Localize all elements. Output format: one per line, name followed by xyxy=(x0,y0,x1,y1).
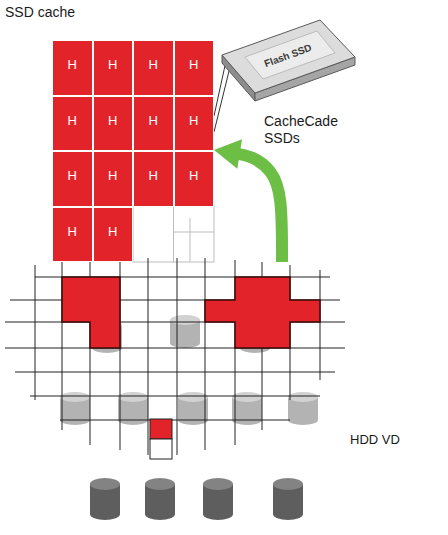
ssd-top-face xyxy=(222,20,355,93)
cache-cell: H xyxy=(93,40,134,96)
cell-letter: H xyxy=(94,97,133,129)
cache-cell: H xyxy=(93,151,134,207)
cell-letter: H xyxy=(94,152,133,184)
disk-symbol xyxy=(90,478,120,520)
disk-symbol xyxy=(170,315,200,348)
grid-line xyxy=(35,265,36,400)
arrow-shaft xyxy=(234,153,282,262)
arrow-head xyxy=(214,139,242,169)
cache-cell: H xyxy=(52,151,93,207)
drive-label: HDD VD xyxy=(350,432,400,448)
cell-letter: H xyxy=(134,152,173,184)
hot-region xyxy=(205,277,320,348)
cell-letter: H xyxy=(94,41,133,73)
cache-cell: H xyxy=(133,96,174,152)
disk-symbol xyxy=(203,478,233,520)
cache-cell: H xyxy=(174,96,215,152)
cell-letter: H xyxy=(53,208,92,240)
cache-cell: H xyxy=(52,207,93,263)
device-caption: CacheCade SSDs xyxy=(264,113,348,147)
cache-cell: H xyxy=(133,40,174,96)
cache-cell: H xyxy=(52,40,93,96)
empty-cache-cell xyxy=(133,207,174,263)
grid-line xyxy=(205,258,206,450)
cache-cell: H xyxy=(93,207,134,263)
cell-letter: H xyxy=(134,97,173,129)
ssd-outline xyxy=(205,15,360,115)
cache-cell: H xyxy=(93,96,134,152)
ssd-cache-grid: SSD cacheHHHHHHHHHHHHHH xyxy=(52,40,214,262)
hdd-virtual-drive: HDD VD xyxy=(5,262,405,530)
cell-letter: H xyxy=(134,41,173,73)
cell-letter: H xyxy=(175,41,214,73)
cache-cell: H xyxy=(174,151,215,207)
grid-line xyxy=(30,396,320,397)
hot-region xyxy=(62,277,120,348)
cache-cell: H xyxy=(52,96,93,152)
grid-line xyxy=(148,258,149,455)
cell-letter: H xyxy=(94,208,133,240)
cell-letter: H xyxy=(53,41,92,73)
cache-heading: SSD cache xyxy=(5,4,75,21)
cell-subdivision xyxy=(174,232,215,233)
cell-letter: H xyxy=(175,152,214,184)
grid-line xyxy=(60,420,290,421)
hdd-grid xyxy=(5,258,345,455)
grid-line xyxy=(320,270,321,380)
disk-symbol xyxy=(145,478,175,520)
hot-block xyxy=(150,419,172,439)
disk-symbol xyxy=(288,392,318,425)
cache-cell: H xyxy=(174,40,215,96)
flash-ssd-device: Flash SSD xyxy=(205,15,360,115)
grid-line xyxy=(5,348,345,349)
grid-line xyxy=(15,372,335,373)
grid-line xyxy=(177,258,178,455)
cell-letter: H xyxy=(53,97,92,129)
cache-cell: H xyxy=(133,151,174,207)
flow-arrow xyxy=(214,139,282,262)
disk-symbol xyxy=(273,478,303,520)
ssd-lead-line xyxy=(214,63,231,132)
ssd-sticker xyxy=(245,31,335,79)
empty-cache-cell xyxy=(174,207,215,263)
cell-letter: H xyxy=(53,152,92,184)
cell-subdivision xyxy=(190,218,191,262)
cold-block xyxy=(150,439,172,459)
cell-letter: H xyxy=(175,97,214,129)
